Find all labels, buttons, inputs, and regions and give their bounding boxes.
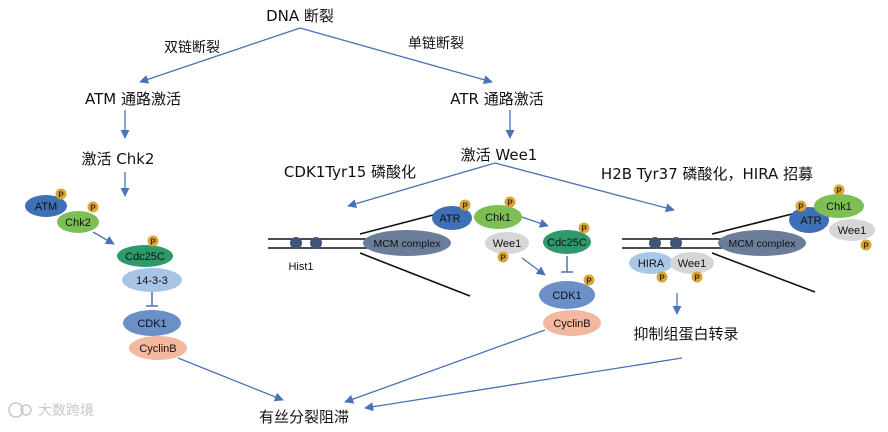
arrow-chk1-to-cdc25c bbox=[521, 216, 549, 228]
phospho-chk1-middle: P bbox=[504, 196, 516, 208]
phospho-atr-right: P bbox=[795, 200, 807, 212]
atm-protein bbox=[25, 195, 67, 217]
cyclinb-protein-left bbox=[129, 336, 187, 360]
svg-text:ATR: ATR bbox=[439, 213, 460, 225]
svg-text:HIRA: HIRA bbox=[638, 258, 665, 270]
svg-text:Wee1: Wee1 bbox=[838, 225, 867, 237]
label-mitotic-arrest: 有丝分裂阻滞 bbox=[259, 408, 349, 426]
arrow-dna-to-atr bbox=[299, 27, 493, 85]
svg-text:Cdc25C: Cdc25C bbox=[125, 251, 165, 263]
hira-protein bbox=[629, 252, 673, 274]
cdc25c-protein bbox=[117, 245, 173, 267]
wee1-protein-middle bbox=[485, 232, 529, 254]
svg-text:P: P bbox=[586, 277, 592, 286]
phospho-wee1-right: P bbox=[691, 271, 703, 283]
label-hist1: Hist1 bbox=[288, 261, 313, 273]
phospho-cdk1-middle: P bbox=[583, 274, 595, 286]
svg-text:P: P bbox=[798, 203, 804, 212]
svg-text:MCM complex: MCM complex bbox=[728, 238, 796, 250]
svg-text:Chk1: Chk1 bbox=[485, 212, 511, 224]
arrow-wee1-to-cdk1 bbox=[521, 257, 546, 276]
svg-text:CyclinB: CyclinB bbox=[139, 343, 176, 355]
chk1-protein-right bbox=[814, 194, 864, 218]
cdk1-protein-middle bbox=[539, 281, 595, 309]
svg-text:P: P bbox=[58, 191, 64, 200]
nucleosome-beads bbox=[290, 237, 682, 249]
label-inhibit-transcription: 抑制组蛋白转录 bbox=[633, 325, 738, 343]
svg-text:CDK1: CDK1 bbox=[137, 318, 166, 330]
middle-cascade: MCM complex ATR Chk1 Wee1 Cdc25C CDK1 Cy… bbox=[363, 205, 601, 336]
label-single-strand: 单链断裂 bbox=[408, 36, 464, 52]
phospho-cdc25c-left: P bbox=[147, 235, 159, 247]
cdc25c-protein-middle bbox=[543, 230, 591, 254]
svg-text:P: P bbox=[507, 199, 513, 208]
mcm-complex-middle bbox=[363, 230, 451, 256]
watermark-logo-icon bbox=[8, 402, 24, 418]
wee1-protein-right-complex bbox=[829, 219, 875, 241]
watermark: 大数跨境 bbox=[8, 402, 94, 419]
phospho-cdc25c-middle: P bbox=[578, 222, 590, 234]
svg-text:CyclinB: CyclinB bbox=[553, 318, 590, 330]
svg-text:P: P bbox=[863, 242, 869, 251]
arrow-left-to-arrest bbox=[177, 357, 284, 402]
svg-text:Wee1: Wee1 bbox=[678, 258, 707, 270]
wee1-protein-right bbox=[670, 252, 714, 274]
left-cascade: ATM Chk2 Cdc25C 14-3-3 CDK1 CyclinB bbox=[25, 195, 187, 360]
arrow-wee1-to-cdk1-branch bbox=[347, 162, 496, 209]
arrow-chk2-to-cdc25c bbox=[92, 231, 115, 245]
arrows bbox=[92, 27, 683, 412]
phospho-chk1-right: P bbox=[833, 184, 845, 196]
phospho-hira: P bbox=[656, 271, 668, 283]
svg-text:CDK1: CDK1 bbox=[552, 290, 581, 302]
label-double-strand: 双链断裂 bbox=[164, 40, 220, 56]
arrow-wee1-to-h2b-branch bbox=[494, 162, 675, 213]
svg-text:14-3-3: 14-3-3 bbox=[136, 275, 168, 287]
svg-text:P: P bbox=[462, 202, 468, 211]
chk2-protein bbox=[57, 211, 99, 233]
text-labels: DNA 断裂 双链断裂 单链断裂 ATM 通路激活 ATR 通路激活 激活 Ch… bbox=[82, 7, 814, 426]
phospho-wee1-middle: P bbox=[497, 251, 509, 263]
svg-text:P: P bbox=[150, 238, 156, 247]
svg-text:P: P bbox=[659, 274, 665, 283]
mcm-complex-right bbox=[718, 230, 806, 256]
chk1-protein-middle bbox=[474, 205, 522, 229]
label-atm-pathway: ATM 通路激活 bbox=[85, 90, 181, 108]
phosphate-groups: P P P P P P P P P P P P P bbox=[55, 184, 872, 286]
phospho-atm: P bbox=[55, 188, 67, 200]
atr-protein-middle bbox=[432, 206, 472, 230]
phospho-wee1-right-complex: P bbox=[860, 239, 872, 251]
protein-14-3-3 bbox=[122, 268, 182, 292]
label-h2b-phosphorylation: H2B Tyr37 磷酸化，HIRA 招募 bbox=[601, 165, 813, 183]
atr-protein-right bbox=[789, 207, 829, 233]
inhibition-marks bbox=[146, 256, 573, 307]
label-activate-wee1: 激活 Wee1 bbox=[461, 146, 538, 164]
svg-text:Chk1: Chk1 bbox=[826, 201, 852, 213]
svg-text:Cdc25C: Cdc25C bbox=[547, 237, 587, 249]
svg-text:P: P bbox=[581, 225, 587, 234]
svg-text:Chk2: Chk2 bbox=[65, 217, 91, 229]
label-dna-damage: DNA 断裂 bbox=[266, 7, 334, 25]
watermark-text: 大数跨境 bbox=[38, 403, 94, 419]
label-atr-pathway: ATR 通路激活 bbox=[450, 90, 543, 108]
svg-text:P: P bbox=[836, 187, 842, 196]
arrow-right-to-arrest bbox=[364, 357, 683, 412]
label-cdk1-phosphorylation: CDK1Tyr15 磷酸化 bbox=[284, 163, 416, 181]
svg-text:P: P bbox=[694, 274, 700, 283]
svg-text:Wee1: Wee1 bbox=[493, 238, 522, 250]
cyclinb-protein-middle bbox=[543, 310, 601, 336]
svg-text:P: P bbox=[500, 254, 506, 263]
arrow-dna-to-atm bbox=[139, 27, 301, 84]
svg-text:ATM: ATM bbox=[35, 201, 57, 213]
arrow-mid-to-arrest bbox=[344, 329, 546, 404]
label-activate-chk2: 激活 Chk2 bbox=[82, 150, 155, 168]
phospho-chk2: P bbox=[87, 201, 99, 213]
right-cascade: MCM complex HIRA Wee1 ATR Chk1 Wee1 bbox=[629, 194, 875, 274]
svg-text:ATR: ATR bbox=[800, 215, 821, 227]
svg-text:P: P bbox=[90, 204, 96, 213]
svg-text:MCM complex: MCM complex bbox=[373, 238, 441, 250]
cdk1-protein-left bbox=[123, 310, 181, 336]
phospho-atr-middle: P bbox=[459, 199, 471, 211]
